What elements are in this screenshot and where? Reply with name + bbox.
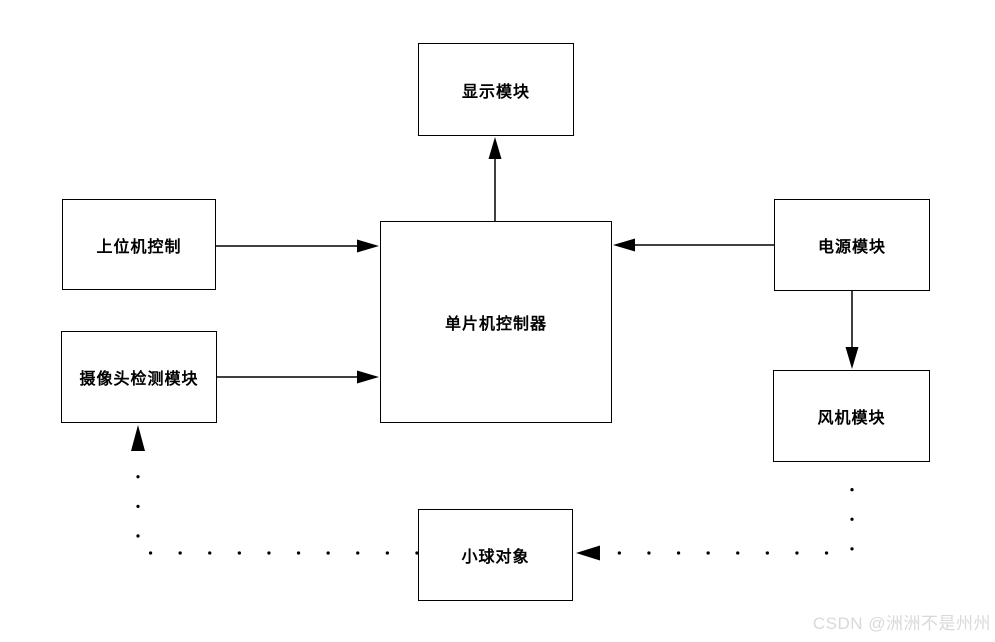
edge-power-to-mcu: [613, 238, 774, 252]
node-mcu-controller-label: 单片机控制器: [444, 316, 547, 333]
node-power-module-label: 电源模块: [817, 239, 886, 256]
node-ball-object: 小球对象: [418, 509, 573, 601]
node-ball-object-label: 小球对象: [461, 549, 530, 566]
node-display-module-label: 显示模块: [461, 83, 530, 101]
edge-host-to-mcu: [216, 239, 379, 253]
csdn-watermark: CSDN @洲洲不是州州: [812, 614, 991, 633]
node-display-module: 显示模块: [418, 43, 574, 136]
node-power-module: 电源模块: [774, 199, 930, 291]
edge-power-to-fan: [845, 291, 859, 369]
node-camera-detection-module: 摄像头检测模块: [61, 331, 217, 423]
node-fan-module-label: 风机模块: [817, 410, 886, 427]
edge-ball-to-camera: [131, 425, 419, 555]
edge-camera-to-mcu: [217, 370, 379, 384]
node-host-computer-control-label: 上位机控制: [96, 238, 182, 256]
node-host-computer-control: 上位机控制: [62, 199, 216, 290]
node-fan-module: 风机模块: [773, 370, 930, 462]
edge-mcu-to-display: [488, 137, 502, 221]
node-mcu-controller: 单片机控制器: [380, 221, 612, 423]
node-camera-detection-module-label: 摄像头检测模块: [79, 371, 199, 388]
edge-fan-to-ball: [576, 458, 854, 561]
